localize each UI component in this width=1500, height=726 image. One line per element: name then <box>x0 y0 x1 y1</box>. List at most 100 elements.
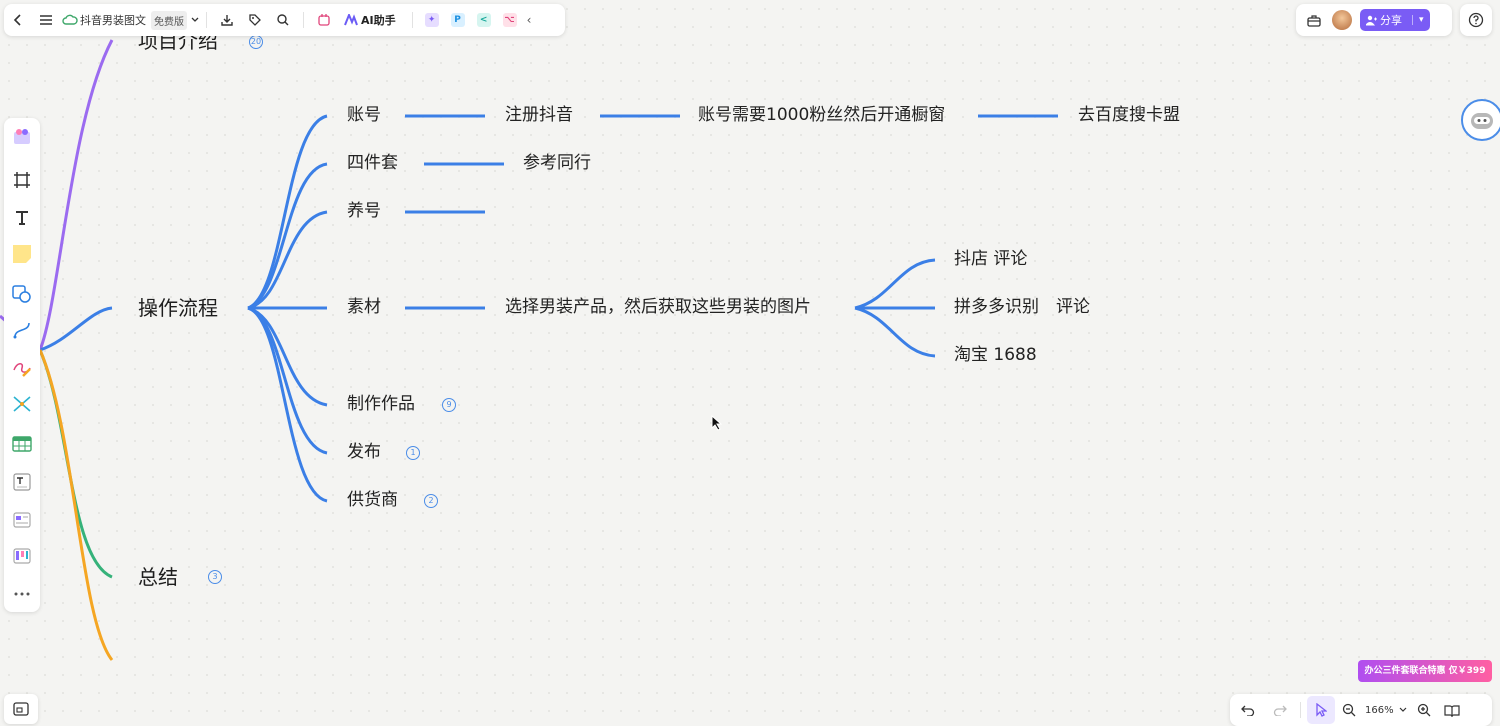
zoom-dropdown-icon[interactable] <box>1398 706 1408 714</box>
divider <box>303 12 304 28</box>
undo-button[interactable] <box>1234 696 1262 724</box>
back-button[interactable] <box>4 6 32 34</box>
node-publish-count[interactable]: 1 <box>406 446 420 460</box>
menu-button[interactable] <box>32 6 60 34</box>
node-source-taobao[interactable]: 淘宝 1688 <box>954 345 1037 365</box>
zoom-out-button[interactable] <box>1335 696 1363 724</box>
node-supplier-count[interactable]: 2 <box>424 494 438 508</box>
share-app-icon[interactable]: < <box>476 13 491 27</box>
briefcase-button[interactable] <box>1300 6 1328 34</box>
node-source-pdd[interactable]: 拼多多识别 评论 <box>954 297 1090 317</box>
text-card-icon <box>13 473 31 491</box>
node-source-doudian[interactable]: 抖店 评论 <box>954 249 1028 269</box>
frame-icon <box>14 172 30 188</box>
calendar-button[interactable] <box>310 6 338 34</box>
calendar-heart-icon <box>318 14 330 26</box>
card-tool[interactable] <box>10 508 34 532</box>
help-button[interactable] <box>1460 4 1492 36</box>
add-user-icon <box>1366 15 1377 25</box>
mouse-cursor-icon <box>711 415 723 431</box>
download-button[interactable] <box>213 6 241 34</box>
redo-button[interactable] <box>1266 696 1294 724</box>
node-material[interactable]: 素材 <box>347 297 381 317</box>
divider <box>206 12 207 28</box>
zoom-in-icon <box>1417 703 1431 717</box>
mindmap-tool[interactable] <box>10 392 34 416</box>
node-operation-process[interactable]: 操作流程 <box>138 296 218 320</box>
search-icon <box>277 14 289 26</box>
briefcase-icon <box>1307 14 1321 27</box>
zoom-level[interactable]: 166% <box>1365 704 1394 716</box>
user-avatar[interactable] <box>1332 10 1352 30</box>
more-icon <box>14 592 30 596</box>
assistant-bot-avatar[interactable] <box>1461 99 1500 141</box>
node-four-set[interactable]: 四件套 <box>347 153 398 173</box>
left-tool-palette <box>4 118 40 612</box>
tag-button[interactable] <box>241 6 269 34</box>
ai-assistant-button[interactable]: AI助手 <box>344 12 396 28</box>
undo-icon <box>1241 705 1255 716</box>
document-title[interactable]: 抖音男装图文 <box>80 14 146 27</box>
node-summary[interactable]: 总结 <box>138 565 178 589</box>
book-view-button[interactable] <box>1438 696 1466 724</box>
shape-tool[interactable] <box>10 282 34 306</box>
promo-banner[interactable]: 办公三件套联合特惠 仅￥399 <box>1358 660 1492 682</box>
pen-tool[interactable] <box>10 356 34 380</box>
minimap-button[interactable] <box>4 694 38 724</box>
zoom-out-icon <box>1342 703 1356 717</box>
node-project-intro[interactable]: 项目介绍 <box>138 29 218 53</box>
ai-logo-icon <box>344 14 358 26</box>
node-register-douyin[interactable]: 注册抖音 <box>505 105 573 125</box>
sticky-note-tool[interactable] <box>10 242 34 266</box>
connector-tool[interactable] <box>10 318 34 342</box>
sticky-note-icon <box>13 245 31 263</box>
shape-icon <box>12 285 31 303</box>
node-reference-peers[interactable]: 参考同行 <box>523 153 591 173</box>
branch-orange <box>38 349 114 661</box>
more-tools-button[interactable] <box>10 582 34 606</box>
curve-connector-icon <box>13 322 30 339</box>
node-nurture-account[interactable]: 养号 <box>347 201 381 221</box>
book-icon <box>1443 704 1460 717</box>
flow-app-icon[interactable]: ⌥ <box>502 13 517 27</box>
search-button[interactable] <box>269 6 297 34</box>
node-make-works-count[interactable]: 9 <box>442 398 456 412</box>
minimap-icon <box>13 702 29 716</box>
select-tool-button[interactable] <box>1307 696 1335 724</box>
share-button[interactable]: 分享 ▾ <box>1360 9 1430 31</box>
share-dropdown-icon[interactable]: ▾ <box>1412 15 1424 25</box>
node-baidu-kameng[interactable]: 去百度搜卡盟 <box>1078 105 1180 125</box>
node-project-intro-count[interactable]: 20 <box>249 35 263 49</box>
mindmap-icon <box>13 396 31 412</box>
node-publish[interactable]: 发布 <box>347 442 381 462</box>
text-card-tool[interactable] <box>10 470 34 494</box>
cloud-sync-icon <box>62 14 78 25</box>
template-tool[interactable] <box>10 124 34 148</box>
image-app-icon[interactable]: ✦ <box>424 13 439 27</box>
node-summary-count[interactable]: 3 <box>208 570 222 584</box>
robot-icon <box>1471 113 1493 129</box>
zoom-in-button[interactable] <box>1410 696 1438 724</box>
kanban-tool[interactable] <box>10 544 34 568</box>
node-select-products[interactable]: 选择男装产品，然后获取这些男装的图片 <box>505 297 811 317</box>
edition-badge[interactable]: 免费版 <box>151 10 187 30</box>
chevron-left-icon <box>13 14 21 26</box>
node-account[interactable]: 账号 <box>347 105 381 125</box>
collapse-apps-button[interactable]: ‹ <box>526 13 532 27</box>
redo-icon <box>1273 705 1287 716</box>
hamburger-icon <box>40 15 52 25</box>
branch-process <box>39 306 113 352</box>
node-1000-fans[interactable]: 账号需要1000粉丝然后开通橱窗 <box>698 105 946 125</box>
frame-tool[interactable] <box>10 168 34 192</box>
top-right-toolbar: 分享 ▾ <box>1296 4 1452 36</box>
share-label: 分享 <box>1380 14 1402 27</box>
top-toolbar: 抖音男装图文 免费版 AI助手 ✦ P < ⌥ ‹ <box>4 4 565 36</box>
table-tool[interactable] <box>10 432 34 456</box>
node-supplier[interactable]: 供货商 <box>347 490 398 510</box>
chevron-down-icon[interactable] <box>190 16 200 24</box>
p-app-icon[interactable]: P <box>450 13 465 27</box>
text-tool[interactable] <box>10 206 34 230</box>
node-make-works[interactable]: 制作作品 <box>347 394 415 414</box>
